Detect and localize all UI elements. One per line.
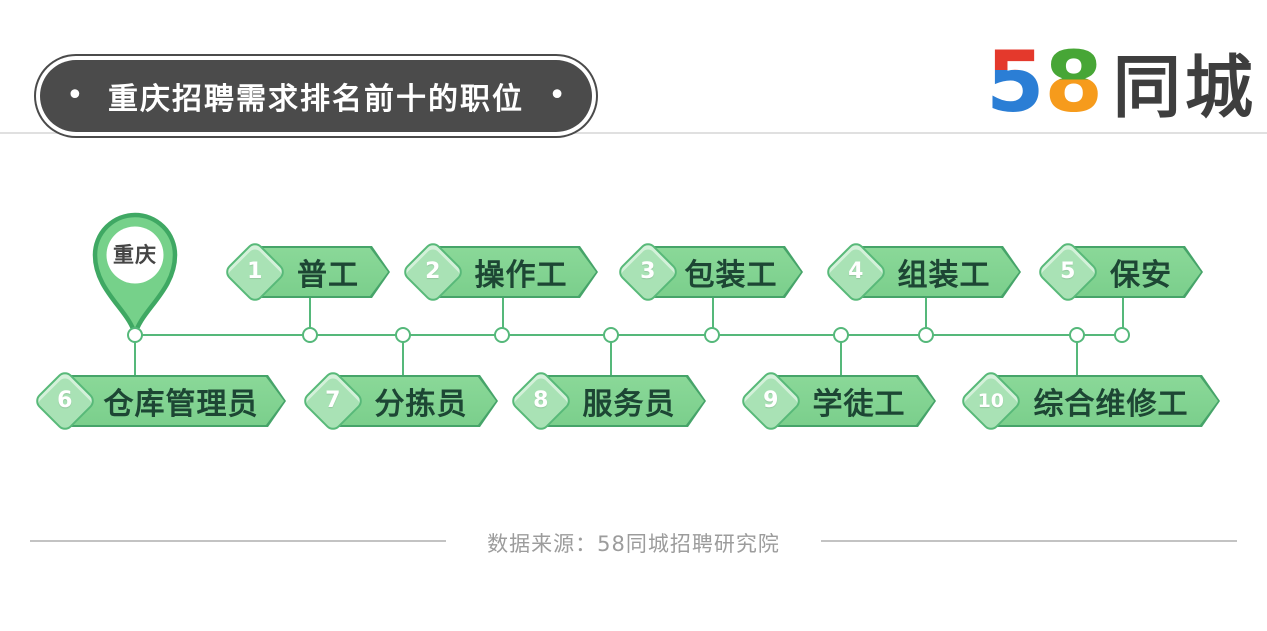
- title-dot-right: •: [548, 78, 566, 113]
- timeline-node: [833, 327, 849, 343]
- job-label: 分拣员: [374, 387, 468, 422]
- footer-divider-left: [30, 540, 446, 542]
- connector-4: [925, 297, 927, 335]
- connector-5: [1122, 297, 1124, 335]
- rank-item-3: 包装工 3: [615, 239, 803, 305]
- timeline-line: [135, 334, 1123, 336]
- timeline-node: [918, 327, 934, 343]
- rank-number: 2: [425, 259, 441, 284]
- timeline-node: [395, 327, 411, 343]
- job-label: 操作工: [474, 258, 568, 293]
- rank-number: 5: [1060, 259, 1076, 284]
- page-title: 重庆招聘需求排名前十的职位: [108, 82, 524, 117]
- job-label: 服务员: [582, 387, 676, 422]
- timeline-node: [302, 327, 318, 343]
- connector-7: [402, 336, 404, 376]
- job-label: 保安: [1110, 258, 1172, 293]
- title-dot-left: •: [66, 78, 84, 113]
- title-banner: • 重庆招聘需求排名前十的职位 •: [40, 60, 592, 132]
- pin-city-label: 重庆: [113, 243, 157, 267]
- timeline-node: [127, 327, 143, 343]
- rank-number: 10: [977, 389, 1005, 412]
- rank-number: 9: [763, 388, 779, 413]
- job-label: 组装工: [897, 258, 991, 293]
- connector-9: [840, 336, 842, 376]
- job-label: 综合维修工: [1033, 387, 1189, 422]
- rank-number: 3: [640, 259, 656, 284]
- data-source: 数据来源：58同城招聘研究院: [487, 532, 780, 556]
- job-label: 普工: [297, 258, 359, 293]
- rank-item-2: 操作工 2: [400, 239, 598, 305]
- connector-10: [1076, 336, 1078, 376]
- logo-digit-8: 8: [1044, 33, 1103, 131]
- connector-6: [134, 336, 136, 376]
- rank-number: 8: [533, 388, 549, 413]
- rank-item-1: 普工 1: [222, 239, 390, 305]
- rank-item-7: 分拣员 7: [300, 368, 498, 434]
- rank-number: 7: [325, 388, 341, 413]
- timeline-node: [1114, 327, 1130, 343]
- job-label: 包装工: [684, 258, 778, 293]
- rank-number: 4: [848, 259, 864, 284]
- header-divider-line: [0, 132, 1267, 134]
- rank-item-9: 学徒工 9: [738, 368, 936, 434]
- connector-3: [712, 297, 714, 335]
- logo-digit-5: 5: [986, 33, 1045, 131]
- rank-item-4: 组装工 4: [823, 239, 1021, 305]
- connector-8: [610, 336, 612, 376]
- rank-item-6: 仓库管理员 6: [32, 368, 286, 434]
- rank-item-10: 综合维修工 10: [958, 368, 1220, 434]
- timeline-node: [603, 327, 619, 343]
- timeline-node: [494, 327, 510, 343]
- job-label: 仓库管理员: [103, 387, 259, 422]
- logo-wordmark: 同城: [1112, 48, 1257, 128]
- connector-2: [502, 297, 504, 335]
- rank-number: 6: [57, 388, 73, 413]
- footer-divider-right: [821, 540, 1237, 542]
- connector-1: [309, 297, 311, 335]
- rank-item-8: 服务员 8: [508, 368, 706, 434]
- logo-58tongcheng: 5 8 同城: [986, 33, 1257, 131]
- rank-item-5: 保安 5: [1035, 239, 1203, 305]
- timeline-node: [704, 327, 720, 343]
- job-label: 学徒工: [812, 387, 906, 422]
- rank-number: 1: [247, 259, 263, 284]
- location-pin-icon: [92, 212, 178, 338]
- timeline-node: [1069, 327, 1085, 343]
